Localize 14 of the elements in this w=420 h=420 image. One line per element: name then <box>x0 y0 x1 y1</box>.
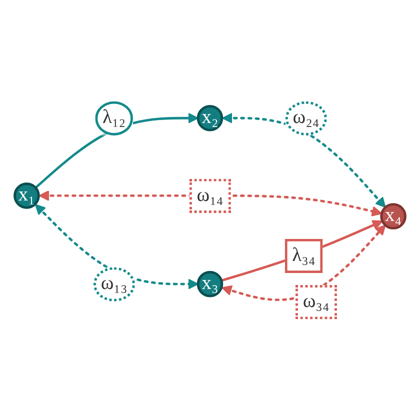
node-circle: x₄ <box>380 203 406 230</box>
edge-label: ω₃₄ <box>302 291 330 312</box>
node-circle: x₁ <box>14 182 40 209</box>
arrow <box>222 112 386 208</box>
node-circle: x₃ <box>196 270 224 298</box>
edge-label: ω₁₃ <box>100 273 128 294</box>
edge-label: ω₂₄ <box>292 107 320 128</box>
arrow <box>221 224 386 302</box>
arrow <box>221 220 383 282</box>
node-circle: x₂ <box>196 104 224 132</box>
edge-label: ω₁₄ <box>196 184 224 206</box>
edge-label: λ₃₄ <box>292 244 316 266</box>
edge-label: λ₁₂ <box>102 107 126 128</box>
arrow <box>38 190 382 217</box>
